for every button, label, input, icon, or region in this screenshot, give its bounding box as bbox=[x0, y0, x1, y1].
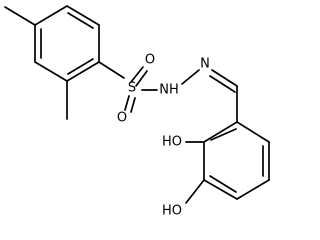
s-o-top-bond-a bbox=[130, 66, 144, 83]
methyl-bond-top bbox=[4, 6, 36, 26]
n-label: N bbox=[200, 57, 210, 72]
s-o-top-bond-b bbox=[135, 70, 148, 87]
catechol-ring bbox=[203, 121, 270, 200]
molecule-structure: S O O NH N HO HO bbox=[4, 5, 270, 219]
tolyl-ring bbox=[34, 5, 100, 82]
nh-label: NH bbox=[159, 83, 179, 98]
ho-lower-label: HO bbox=[162, 204, 182, 219]
n-ch-bond-a bbox=[211, 69, 238, 87]
oh-lower-bond bbox=[185, 179, 205, 204]
oxygen-bottom-label: O bbox=[117, 111, 127, 126]
s-o-bottom-bond-b bbox=[130, 97, 136, 113]
s-o-bottom-bond-a bbox=[124, 95, 130, 111]
nh-n-bond bbox=[181, 69, 200, 85]
oxygen-top-label: O bbox=[145, 53, 155, 68]
sulfur-label: S bbox=[128, 81, 136, 96]
n-ch-bond-b bbox=[209, 75, 236, 93]
ho-upper-label: HO bbox=[162, 135, 182, 150]
ring-sulfur-bond bbox=[98, 61, 125, 79]
